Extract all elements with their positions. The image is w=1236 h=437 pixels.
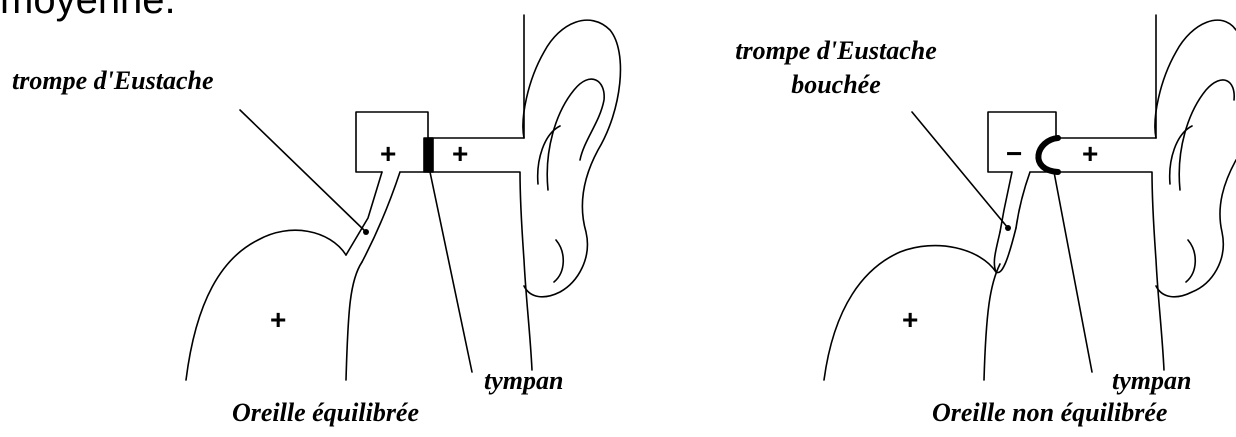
outer-ear-lower xyxy=(1156,160,1236,297)
outer-ear-inner xyxy=(547,79,604,190)
throat-pressure-sign: + xyxy=(902,306,918,334)
outer-ear xyxy=(1155,20,1236,138)
caption-balanced: Oreille équilibrée xyxy=(232,398,419,428)
ear-canal-pressure-sign: + xyxy=(1082,140,1098,168)
tube-pointer-dot xyxy=(1005,225,1011,231)
eustachian-tube-wall-left xyxy=(1000,172,1012,232)
throat-inner-line xyxy=(346,262,362,380)
eardrum-label: tympan xyxy=(1112,366,1191,396)
eardrum-pointer-line xyxy=(1054,172,1092,372)
middle-ear-pressure-sign: + xyxy=(380,140,396,168)
ear-canal xyxy=(1056,15,1164,370)
eardrum-label: tympan xyxy=(484,366,563,396)
outer-ear-fold xyxy=(538,126,564,282)
blocked-tube-label-line2: bouchée xyxy=(706,70,966,100)
balanced-ear-drawing xyxy=(186,15,620,380)
tube-blockage xyxy=(994,228,1016,273)
middle-ear-pressure-sign: − xyxy=(1006,140,1022,168)
caption-unbalanced: Oreille non équilibrée xyxy=(932,398,1167,428)
blocked-tube-label-line1: trompe d'Eustache xyxy=(706,36,966,66)
tube-pointer-dot xyxy=(363,229,369,235)
tube-pointer-line xyxy=(240,110,366,232)
eustachian-tube-wall-right xyxy=(1016,172,1056,228)
throat-outline xyxy=(186,230,346,380)
outer-ear-fold xyxy=(1170,126,1196,282)
eustachian-tube-label: trompe d'Eustache xyxy=(12,66,214,96)
ear-canal xyxy=(428,15,532,370)
eustachian-tube-wall-left xyxy=(346,172,382,255)
throat-pressure-sign: + xyxy=(270,306,286,334)
outer-ear-inner xyxy=(1179,80,1234,190)
eardrum-flat xyxy=(424,138,433,172)
ear-canal-pressure-sign: + xyxy=(452,140,468,168)
throat-inner-line xyxy=(984,264,1000,380)
eustachian-tube-wall-right xyxy=(362,172,428,262)
eardrum-pointer-line xyxy=(430,172,472,372)
eardrum-bulged xyxy=(1038,138,1058,172)
tube-pointer-line xyxy=(912,112,1008,228)
outer-ear xyxy=(523,20,620,297)
